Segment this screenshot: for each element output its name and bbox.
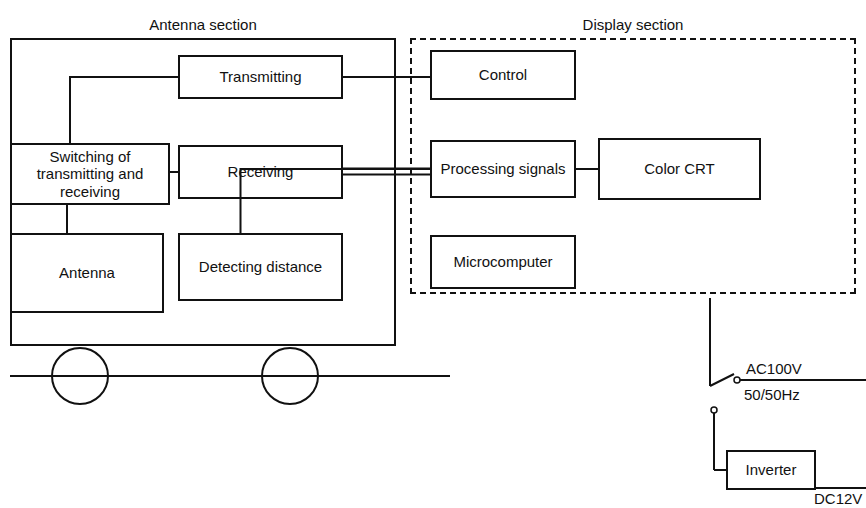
process-box: Switching of transmitting and receiving xyxy=(10,143,170,205)
dc-line xyxy=(815,487,866,489)
signal-line xyxy=(66,205,68,233)
signal-line xyxy=(70,77,178,143)
ground-line xyxy=(10,375,450,377)
inverter-wire xyxy=(714,469,726,471)
process-box: Processing signals xyxy=(430,140,576,198)
process-box: Color CRT xyxy=(598,138,761,200)
process-box: Receiving xyxy=(178,145,343,199)
process-box: Transmitting xyxy=(178,55,343,99)
box-label: Detecting distance xyxy=(195,256,326,277)
switch-contact xyxy=(734,377,740,383)
ac-line xyxy=(740,379,866,381)
section-box: Display sectionControlProcessing signals… xyxy=(410,38,856,294)
box-label: Processing signals xyxy=(436,158,569,179)
switch-contact xyxy=(711,407,717,413)
box-label: Receiving xyxy=(224,161,298,182)
section-heading: Antenna section xyxy=(12,16,394,33)
signal-line xyxy=(576,168,598,170)
process-box: Detecting distance xyxy=(178,233,343,301)
signal-line xyxy=(343,174,430,176)
wheel xyxy=(52,348,108,404)
section-box: Antenna sectionTransmittingSwitching of … xyxy=(10,38,396,346)
box-label: Color CRT xyxy=(640,158,719,179)
process-box: Control xyxy=(430,50,576,100)
switch-arm xyxy=(710,374,734,386)
wheel xyxy=(262,348,318,404)
process-box: Microcomputer xyxy=(430,235,576,289)
supply-label: DC12V xyxy=(814,490,862,507)
box-label: Inverter xyxy=(742,459,801,480)
box-label: Antenna xyxy=(55,262,119,283)
box-label: Switching of transmitting and receiving xyxy=(12,146,168,202)
signal-line xyxy=(170,171,178,173)
supply-label: AC100V xyxy=(746,360,802,377)
box-label: Microcomputer xyxy=(449,251,556,272)
signal-line xyxy=(343,76,430,78)
supply-label: 50/50Hz xyxy=(744,386,800,403)
box-label: Transmitting xyxy=(216,66,306,87)
section-heading: Display section xyxy=(412,16,854,33)
inverter-box: Inverter xyxy=(726,450,816,490)
inverter-wire xyxy=(713,413,715,470)
box-label: Control xyxy=(475,64,531,85)
process-box: Antenna xyxy=(10,233,164,313)
power-wire xyxy=(709,298,711,386)
